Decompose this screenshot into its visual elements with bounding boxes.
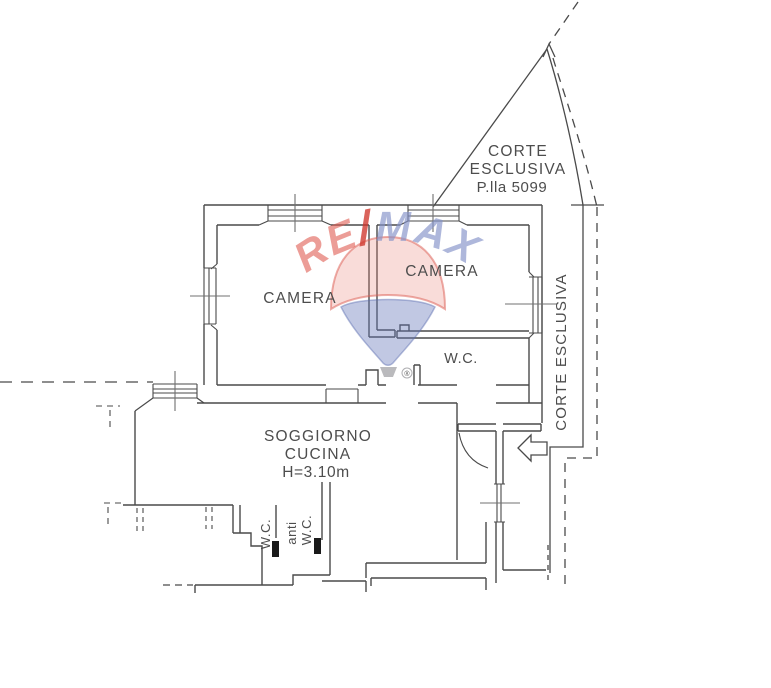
balloon-top xyxy=(329,235,447,311)
boundary-dashed-top xyxy=(548,1,579,45)
boundary-solid-vertical xyxy=(549,205,584,573)
entrance-arrow-icon xyxy=(517,433,548,463)
boundary-dashed-right-leg xyxy=(552,57,598,208)
door-leaf-antiwc xyxy=(314,538,321,554)
windows xyxy=(152,194,557,523)
window-bottom-left xyxy=(152,371,198,411)
walls xyxy=(197,204,543,423)
balloon-basket xyxy=(380,367,397,377)
boundary-solid-right-leg xyxy=(546,48,584,206)
corte-top-label-line2: ESCLUSIVA xyxy=(470,161,567,178)
anti-wc-label-line1: anti xyxy=(284,521,299,544)
door-arc xyxy=(458,432,489,469)
corte-top-label-line1: CORTE xyxy=(488,143,548,160)
soggiorno-label-line2: CUCINA xyxy=(285,446,352,463)
camera-right-label: CAMERA xyxy=(405,263,479,280)
anti-wc-label-line2: W.C. xyxy=(299,515,314,546)
corte-side-label: CORTE ESCLUSIVA xyxy=(553,273,570,430)
soggiorno-walls xyxy=(96,397,233,531)
balloon-bottom xyxy=(340,298,436,366)
bottom-walls xyxy=(365,522,487,592)
boundary-solid-left-leg xyxy=(432,48,548,208)
entrance-corridor xyxy=(456,403,546,583)
window-right xyxy=(505,276,557,334)
window-top-right xyxy=(407,194,460,232)
camera-left-label: CAMERA xyxy=(263,290,337,307)
corte-parcel-label: P.lla 5099 xyxy=(477,179,548,196)
soggiorno-label-line1: SOGGIORNO xyxy=(264,428,372,445)
registered-circle xyxy=(401,367,413,379)
watermark-remax: ® RE/MAX xyxy=(285,199,487,379)
window-corridor xyxy=(480,483,520,523)
soggiorno-height-label: H=3.10m xyxy=(282,464,350,481)
wc-label: W.C. xyxy=(444,351,478,367)
window-top-left xyxy=(267,194,323,232)
wc-small-label: W.C. xyxy=(258,519,273,550)
wc-rooms xyxy=(163,482,366,593)
labels: CORTE ESCLUSIVA P.lla 5099 CAMERA CAMERA… xyxy=(258,143,570,549)
door-leaf-wc xyxy=(272,541,279,557)
window-left xyxy=(190,267,230,325)
entry-door xyxy=(457,423,496,432)
corte-boundary xyxy=(0,1,604,585)
registered-mark: ® xyxy=(404,370,410,378)
